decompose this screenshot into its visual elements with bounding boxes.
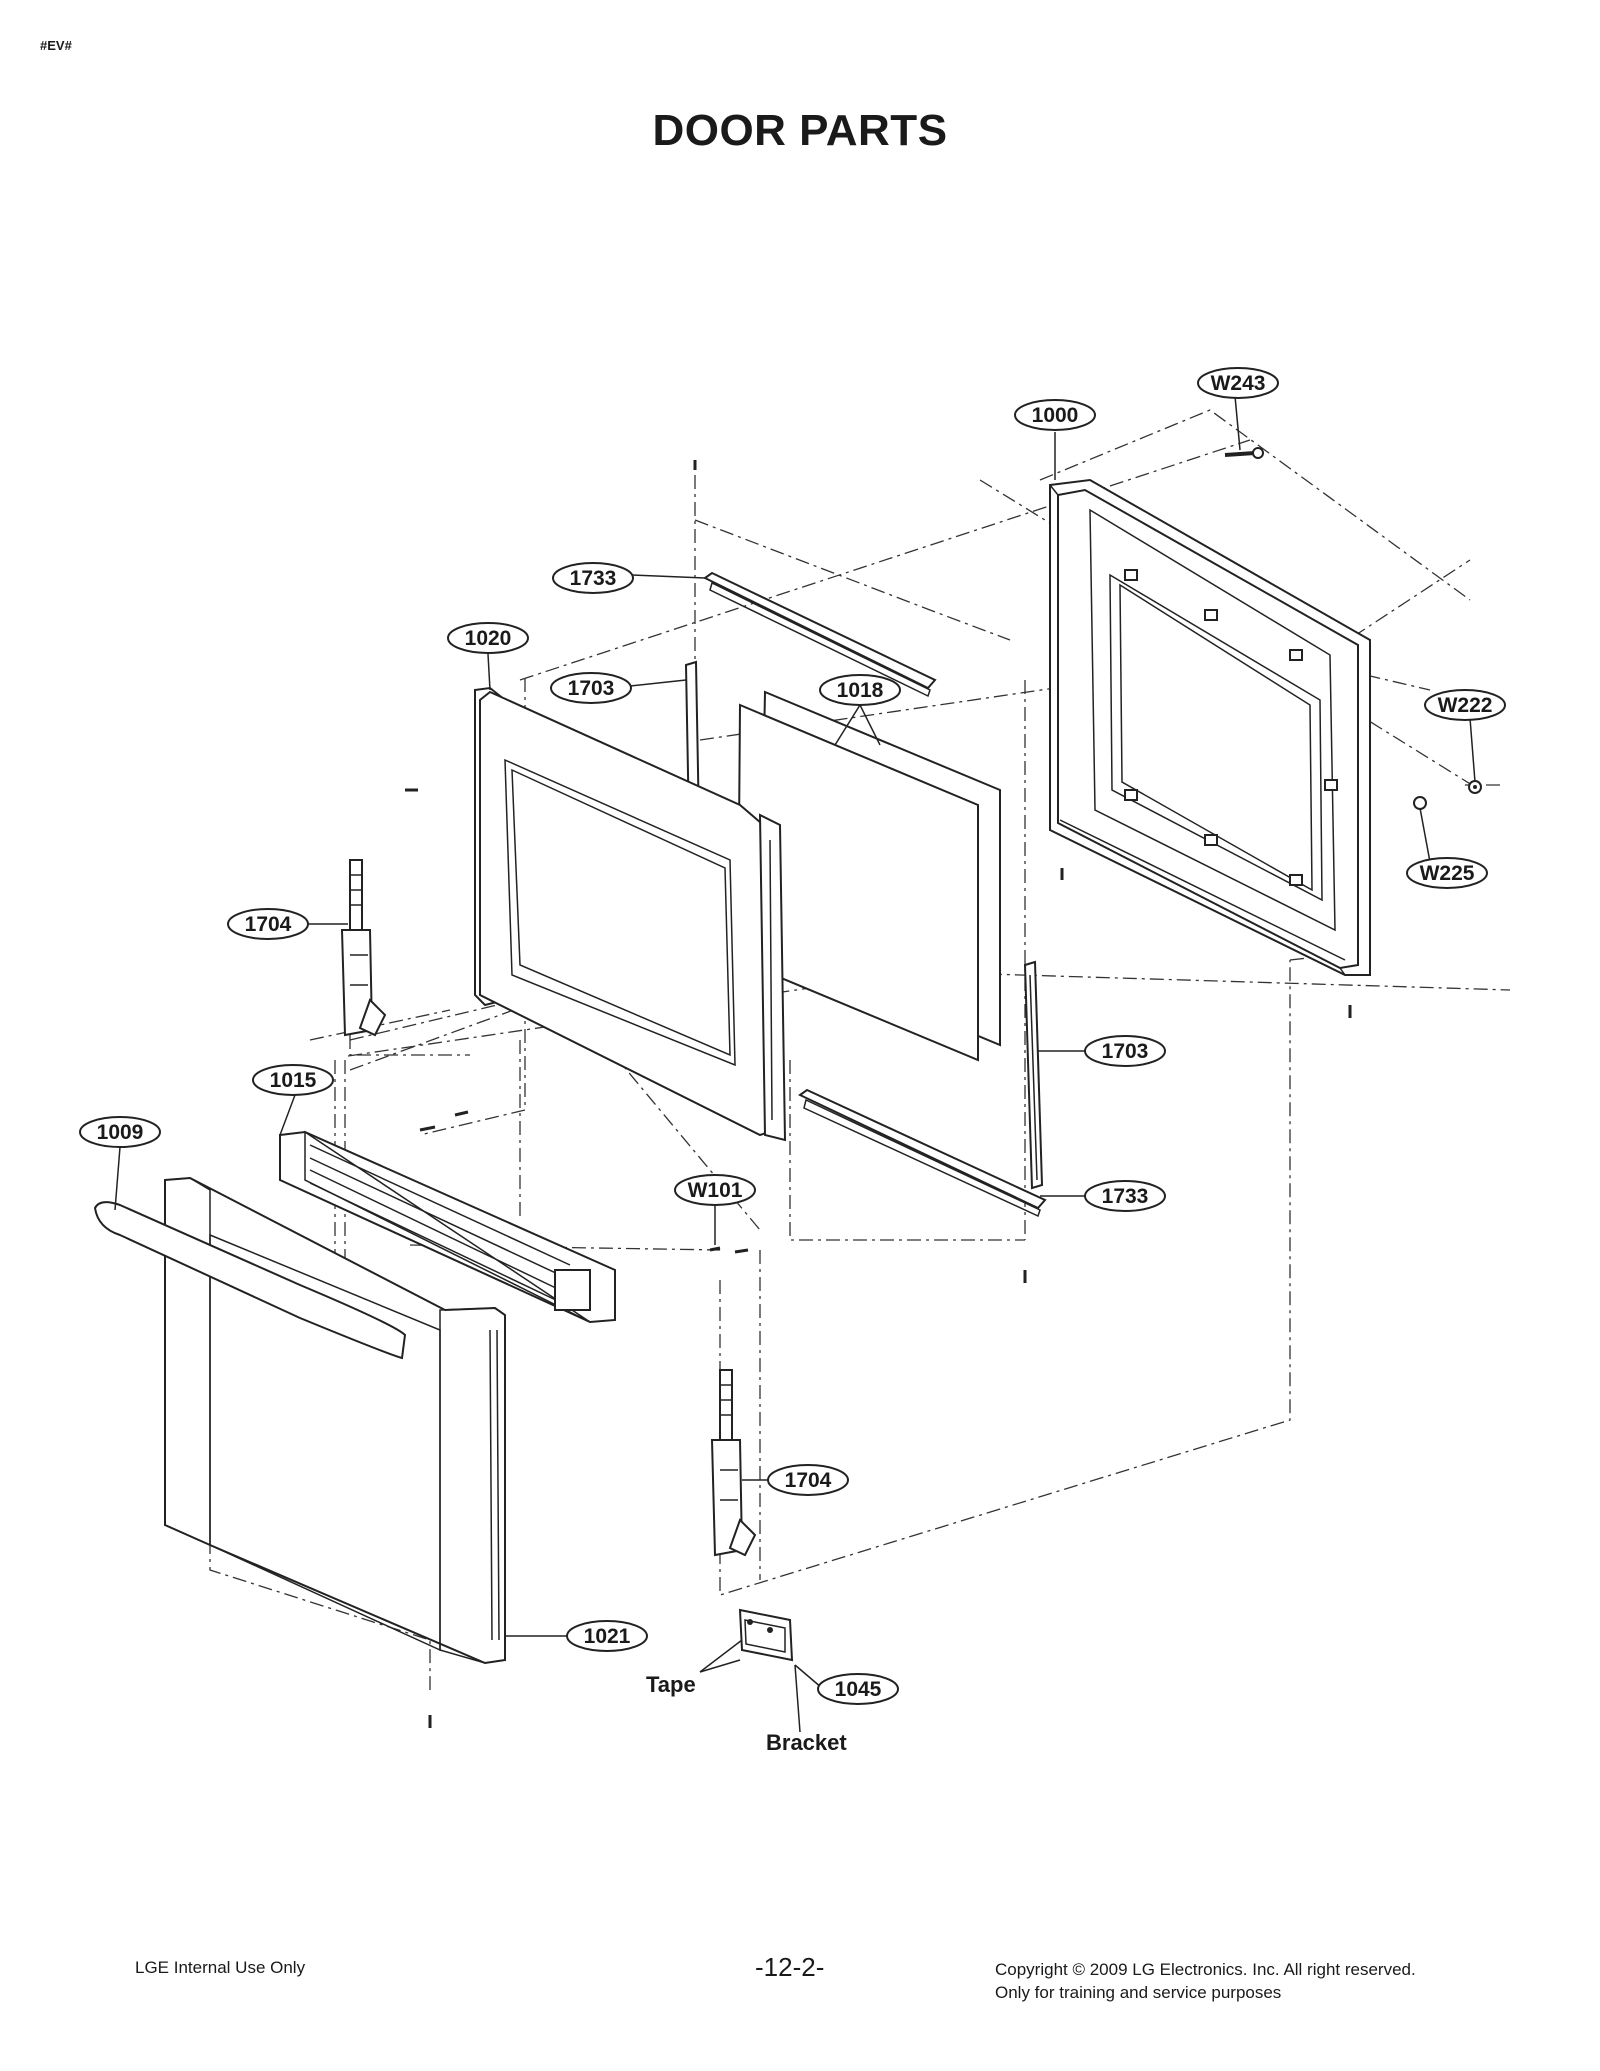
svg-text:1021: 1021 xyxy=(584,1625,631,1648)
page-tag: #EV# xyxy=(40,38,72,53)
callout-1704-upper: 1704 xyxy=(227,908,309,940)
trim-rail-lower xyxy=(798,1088,1047,1218)
callout-w243: W243 xyxy=(1197,367,1279,399)
tape-label: Tape xyxy=(646,1672,696,1697)
callout-w222: W222 xyxy=(1424,689,1506,721)
svg-text:1733: 1733 xyxy=(1102,1185,1149,1208)
callout-1009: 1009 xyxy=(79,1116,161,1148)
svg-text:W225: W225 xyxy=(1420,862,1475,885)
trim-rail-upper xyxy=(703,571,937,698)
callout-1018: 1018 xyxy=(819,674,901,706)
door-glass xyxy=(736,690,1001,1062)
callout-1733-upper: 1733 xyxy=(552,562,634,594)
svg-text:1704: 1704 xyxy=(785,1469,832,1492)
svg-text:1703: 1703 xyxy=(568,677,615,700)
callout-w225: W225 xyxy=(1406,857,1488,889)
page-title: DOOR PARTS xyxy=(652,106,948,155)
door-vent-duct xyxy=(279,1130,616,1324)
svg-text:W243: W243 xyxy=(1211,372,1266,395)
callout-1733-lower: 1733 xyxy=(1084,1180,1166,1212)
callout-1703-lower: 1703 xyxy=(1084,1035,1166,1067)
callout-1020: 1020 xyxy=(447,622,529,654)
footer-copyright-line2: Only for training and service purposes xyxy=(995,1983,1282,2002)
screw-w243 xyxy=(1224,447,1264,459)
svg-text:1045: 1045 xyxy=(835,1678,882,1701)
svg-text:1020: 1020 xyxy=(465,627,512,650)
footer-copyright: Copyright © 2009 LG Electronics. Inc. Al… xyxy=(995,1958,1416,2004)
washer-w225 xyxy=(1413,796,1427,810)
svg-text:1703: 1703 xyxy=(1102,1040,1149,1063)
door-hinge-upper xyxy=(340,859,387,1037)
callout-1704-lower: 1704 xyxy=(767,1464,849,1496)
screw-w222 xyxy=(1468,780,1482,794)
callout-w101: W101 xyxy=(674,1174,756,1206)
door-frame xyxy=(474,686,787,1142)
outer-door-panel xyxy=(164,1176,506,1665)
door-bracket xyxy=(738,1608,794,1662)
callout-1000: 1000 xyxy=(1014,399,1096,431)
callout-1045: 1045 xyxy=(817,1673,899,1705)
callout-1703-upper: 1703 xyxy=(550,672,632,704)
inner-door-liner xyxy=(1049,478,1371,976)
svg-text:1733: 1733 xyxy=(570,567,617,590)
footer-page-number: -12-2- xyxy=(755,1952,825,1982)
callout-1015: 1015 xyxy=(252,1064,334,1096)
door-hinge-lower xyxy=(710,1369,757,1557)
svg-text:1015: 1015 xyxy=(270,1069,317,1092)
side-trim-lower xyxy=(1023,960,1044,1190)
svg-text:1704: 1704 xyxy=(245,913,292,936)
svg-text:W101: W101 xyxy=(688,1179,743,1202)
screws-w101 xyxy=(419,1110,749,1254)
svg-text:1000: 1000 xyxy=(1032,404,1079,427)
footer-copyright-line1: Copyright © 2009 LG Electronics. Inc. Al… xyxy=(995,1960,1416,1979)
small-screws xyxy=(405,460,1352,1728)
svg-text:W222: W222 xyxy=(1438,694,1493,717)
callout-1021: 1021 xyxy=(566,1620,648,1652)
leader-lines xyxy=(114,395,1476,1733)
svg-text:1009: 1009 xyxy=(97,1121,144,1144)
svg-text:1018: 1018 xyxy=(837,679,884,702)
bracket-label: Bracket xyxy=(766,1730,847,1755)
footer-internal-notice: LGE Internal Use Only xyxy=(135,1958,306,1977)
